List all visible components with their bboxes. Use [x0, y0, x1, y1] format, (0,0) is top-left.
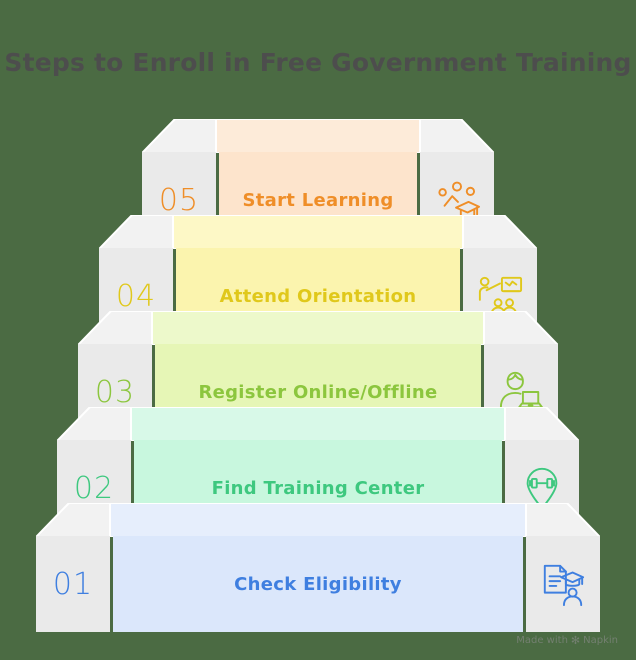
napkin-logo-icon: ✻	[570, 634, 581, 647]
step-label: Find Training Center	[211, 477, 425, 499]
step-number: 01	[52, 566, 94, 602]
step-top-face	[57, 407, 579, 441]
step-top-face	[142, 119, 494, 153]
step-label: Start Learning	[242, 189, 394, 211]
step-top-face	[99, 215, 537, 249]
step-top-face	[78, 311, 558, 345]
step-label: Check Eligibility	[234, 573, 402, 595]
page-title: Steps to Enroll in Free Government Train…	[4, 48, 632, 77]
step-number: 02	[73, 470, 115, 506]
watermark-prefix: Made with	[516, 635, 568, 646]
step-number: 03	[94, 374, 136, 410]
step-01[interactable]: 01 Check Eligibility	[36, 503, 600, 632]
step-top-face	[36, 503, 600, 537]
step-number-panel: 01	[36, 536, 110, 632]
step-label: Register Online/Offline	[198, 381, 438, 403]
step-label: Attend Orientation	[219, 285, 417, 307]
step-label-panel: Check Eligibility	[113, 536, 523, 632]
watermark-brand: Napkin	[583, 635, 618, 646]
step-number: 05	[158, 182, 200, 218]
document-graduate-icon	[526, 536, 600, 632]
step-front-face: 01 Check Eligibility	[36, 536, 600, 632]
step-number: 04	[115, 278, 157, 314]
napkin-watermark: Made with ✻ Napkin	[516, 635, 618, 646]
